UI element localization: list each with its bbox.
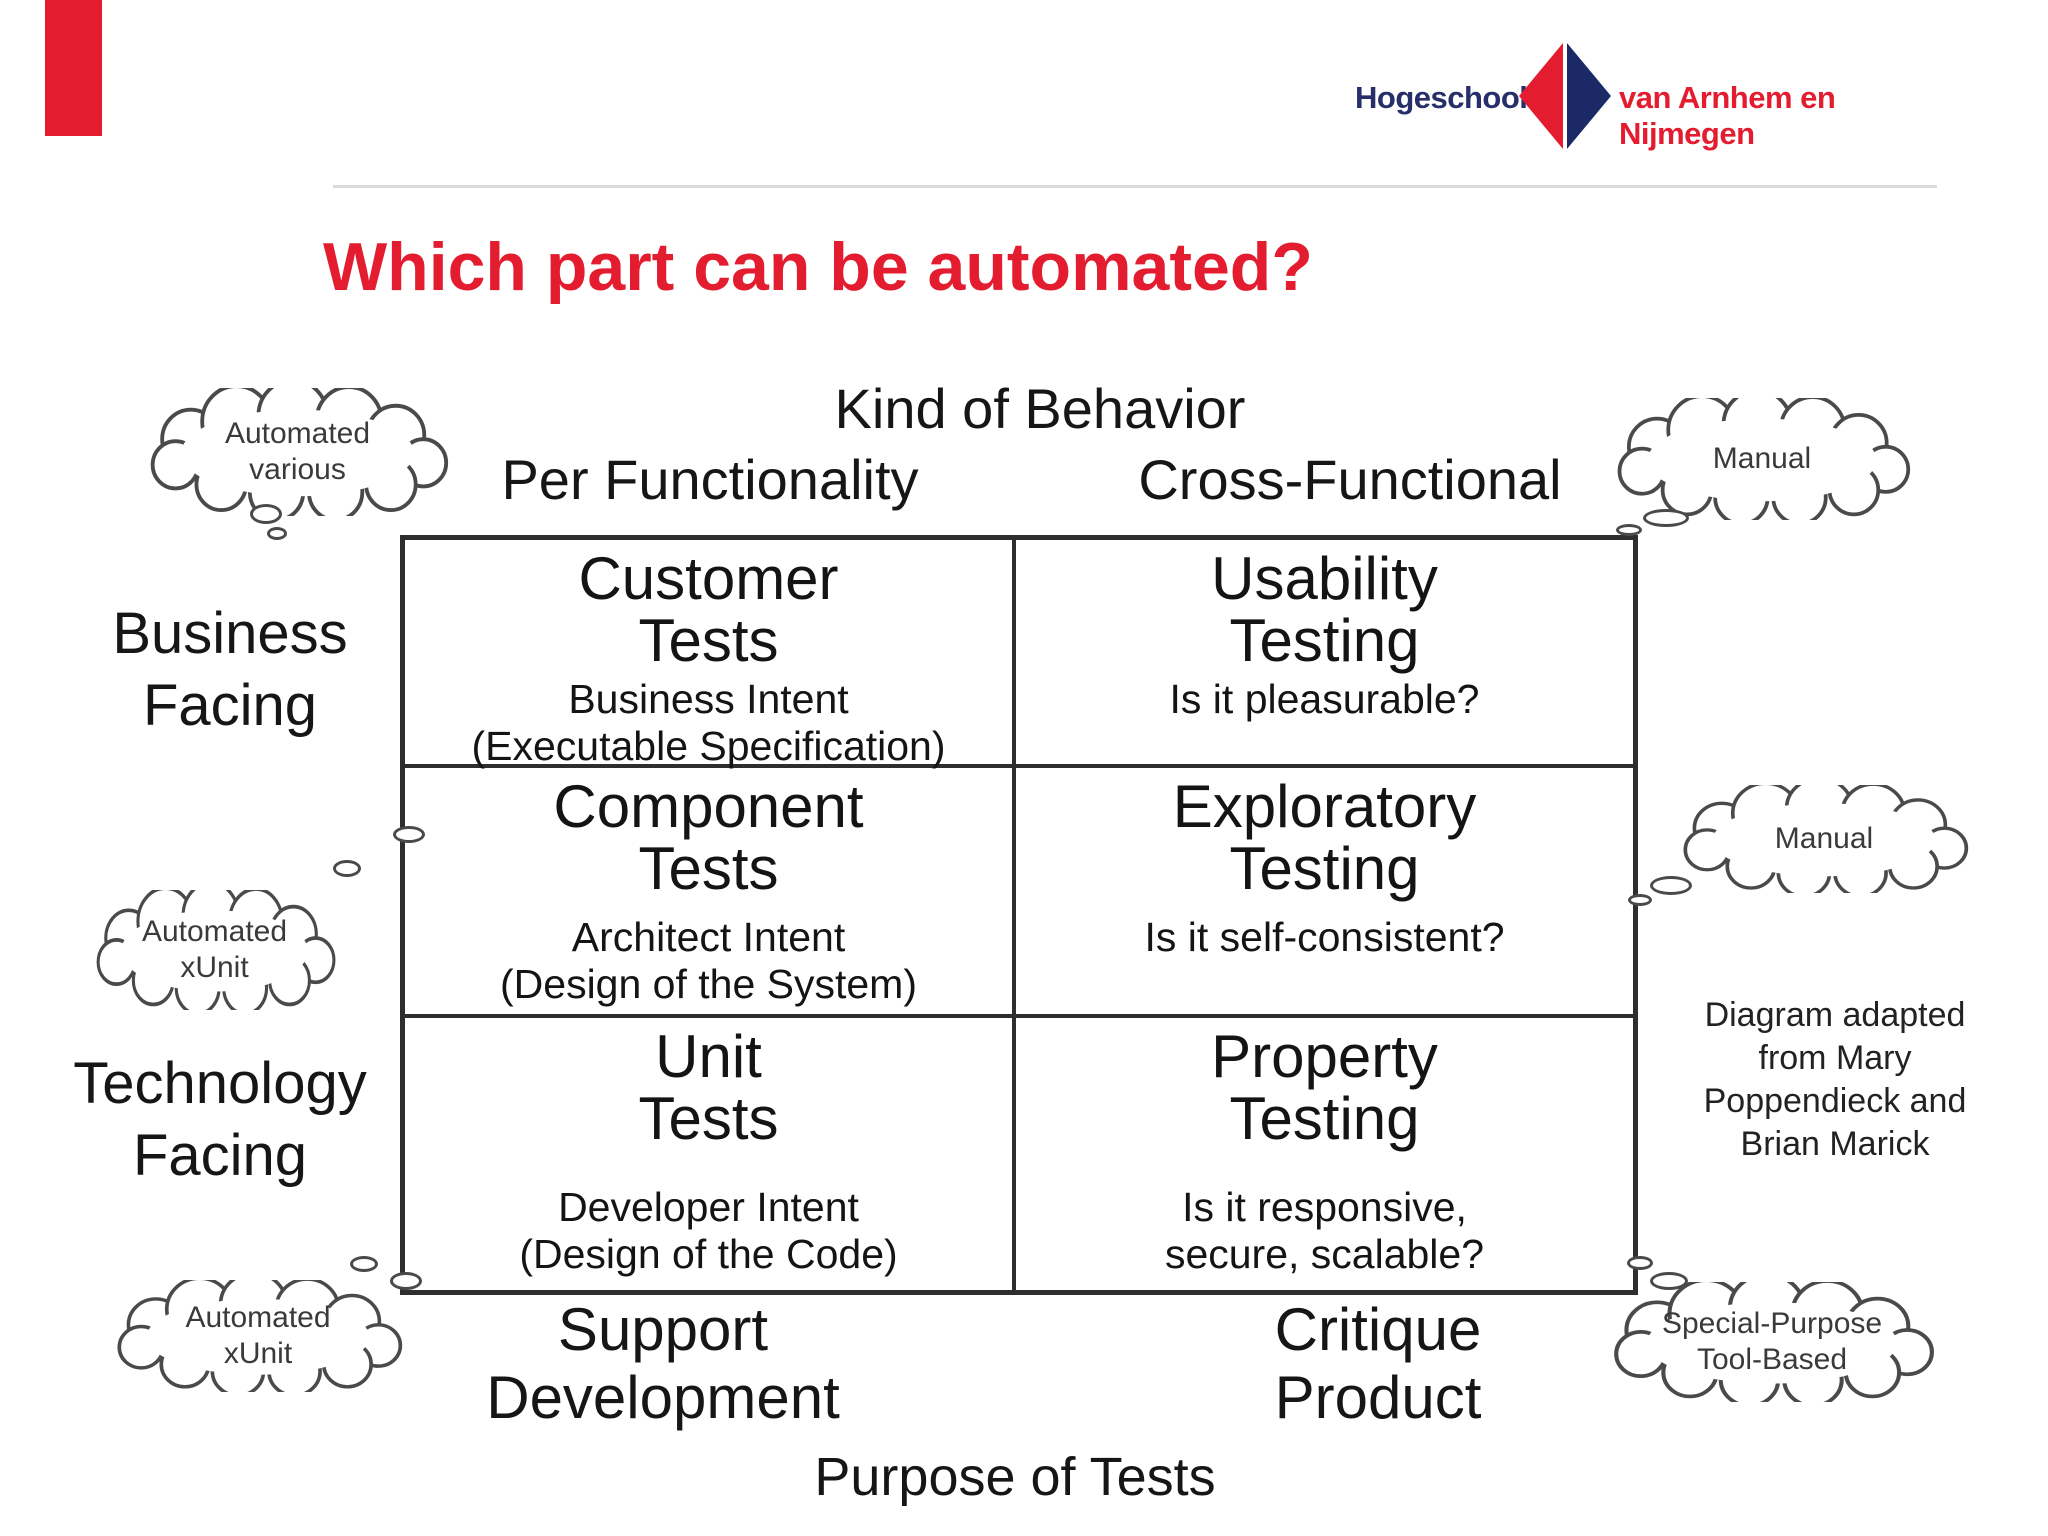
axis-kind-of-behavior: Kind of Behavior	[834, 377, 1246, 440]
axis-cross-functional: Cross-Functional	[1138, 448, 1562, 511]
thought-bubble-tail	[1650, 876, 1692, 895]
page-title: Which part can be automated?	[323, 229, 1313, 305]
thought-bubble-tail	[1616, 524, 1642, 536]
logo-text-hogeschool: Hogeschool	[1355, 80, 1528, 115]
thought-bubble-tail	[350, 1256, 378, 1272]
thought-bubble-tail	[1643, 509, 1689, 527]
thought-bubble-tail	[250, 504, 282, 524]
thought-bubble-tail	[393, 826, 425, 843]
cloud-manual-middle: Manual	[1678, 785, 1970, 893]
logo-text-van-arnhem: van Arnhem en Nijmegen	[1619, 80, 1836, 151]
label-support-development: Support Development	[486, 1296, 840, 1431]
thought-bubble-tail	[390, 1272, 422, 1290]
axis-purpose-of-tests: Purpose of Tests	[814, 1447, 1216, 1507]
thought-bubble-tail	[1627, 1256, 1653, 1270]
thought-bubble-tail	[1650, 1272, 1688, 1290]
attribution-note: Diagram adapted from Mary Poppendieck an…	[1703, 996, 1967, 1163]
thought-bubble-tail	[333, 860, 361, 877]
label-technology-facing: Technology Facing	[73, 1051, 367, 1188]
han-diamond-icon	[1518, 42, 1612, 155]
label-critique-product: Critique Product	[1274, 1296, 1482, 1431]
thought-bubble-tail	[1628, 894, 1652, 906]
accent-bar	[45, 0, 102, 136]
han-logo: Hogeschool van Arnhem en Nijmegen	[1355, 40, 1915, 155]
axis-per-functionality: Per Functionality	[501, 448, 919, 511]
header-divider	[333, 185, 1937, 188]
label-business-facing: Business Facing	[112, 601, 348, 738]
cloud-manual-top: Manual	[1612, 398, 1912, 520]
thought-bubble-tail	[267, 527, 287, 540]
